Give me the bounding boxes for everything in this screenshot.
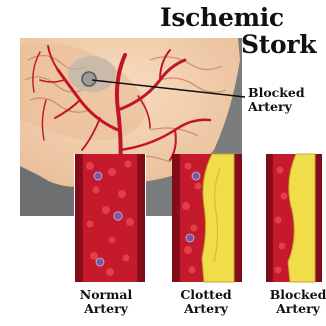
caption-normal-line-2: Artery xyxy=(61,302,151,316)
callout-label: Blocked Artery xyxy=(248,86,305,114)
callout-line-1: Blocked xyxy=(248,86,305,100)
caption-clotted-line-2: Artery xyxy=(161,302,251,316)
caption-blocked-line-1: Blocked xyxy=(253,288,326,302)
title-line-2: Stork xyxy=(241,32,316,57)
panel-normal-artery xyxy=(74,154,146,284)
caption-blocked-line-2: Artery xyxy=(253,302,326,316)
caption-normal-artery: Normal Artery xyxy=(61,288,151,316)
callout-line-2: Artery xyxy=(248,100,305,114)
blockage-marker xyxy=(82,72,96,86)
caption-blocked-artery: Blocked Artery xyxy=(253,288,326,316)
caption-clotted-line-1: Clotted xyxy=(161,288,251,302)
caption-clotted-artery: Clotted Artery xyxy=(161,288,251,316)
caption-normal-line-1: Normal xyxy=(61,288,151,302)
panel-clotted-artery xyxy=(172,154,242,282)
title-line-1: Ischemic xyxy=(160,5,284,30)
panel-blocked-artery xyxy=(266,154,322,282)
